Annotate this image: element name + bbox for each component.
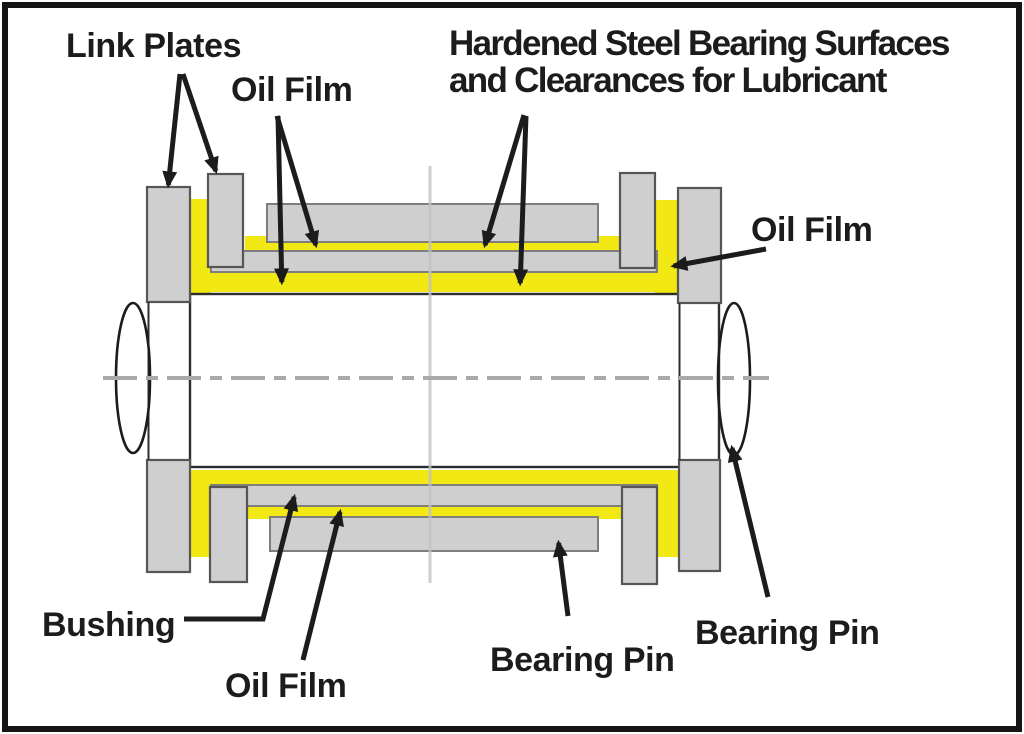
inner-link-plate-bottom-left [208,485,249,584]
label-oil-film-bottom: Oil Film [225,667,347,705]
oil-film-bushing-pin-bottom [189,470,680,485]
roller-wall-bottom [269,516,599,552]
outer-link-plate-top-right [676,186,723,305]
arrow-oil-film-right [670,246,767,271]
inner-link-plate-top-left [206,172,245,269]
oil-film-left-vertical-bottom [189,470,211,557]
bushing-wall-top [210,250,658,273]
arrow-oil-film-top-1 [274,115,320,249]
arrow-bearing-pin-right [727,444,771,598]
outer-link-plate-bottom-left [145,458,192,574]
arrow-hardened-surfaces-2 [513,115,529,287]
label-link-plates: Link Plates [66,27,242,65]
label-hardened-surfaces: Hardened Steel Bearing Surfaces and Clea… [449,24,950,100]
bushing-wall-bottom [210,484,658,507]
label-bearing-pin-center: Bearing Pin [490,641,675,679]
arrow-bearing-pin-center [552,539,571,617]
arrow-link-plates-outer [162,73,183,189]
outer-link-plate-top-left [145,185,192,304]
oil-film-bushing-pin-top [189,272,680,292]
arrow-bushing [184,493,299,622]
inner-link-plate-top-right [618,171,657,270]
outer-link-plate-bottom-right [677,458,722,573]
label-hardened-surfaces-line1: Hardened Steel Bearing Surfaces [449,24,950,63]
arrow-hardened-surfaces-1 [481,114,527,249]
inner-link-plate-bottom-right [620,485,659,586]
label-oil-film-right: Oil Film [751,211,873,249]
label-oil-film-top: Oil Film [231,71,353,109]
bearing-pin-body [188,292,721,469]
arrow-oil-film-top-2 [274,115,289,286]
oil-film-left-vertical-top [189,199,211,293]
label-bearing-pin-right: Bearing Pin [695,614,880,652]
arrow-link-plates-inner [180,73,219,175]
roller-wall-top [266,203,599,243]
label-hardened-surfaces-line2: and Clearances for Lubricant [449,61,887,100]
arrow-oil-film-bottom [300,508,344,661]
label-bushing: Bushing [42,606,176,644]
